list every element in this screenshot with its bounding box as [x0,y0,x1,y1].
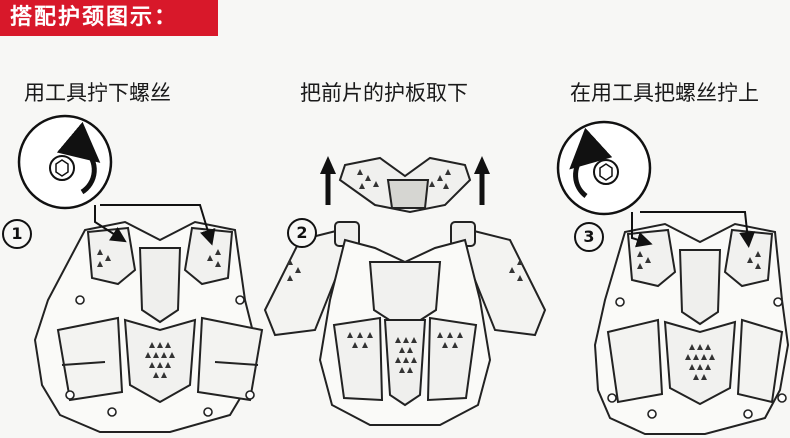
page-title-banner: 搭配护颈图示： [0,0,218,36]
chest-protector-3 [593,222,790,435]
screw-holes-1 [65,295,255,417]
screw-holes-3 [607,297,787,419]
screw-icon [593,159,619,185]
step-3-badge: 3 [574,222,604,252]
step-2-caption: 把前片的护板取下 [300,81,468,105]
rotate-arrow-icon [56,121,101,195]
chest-protector-1 [33,220,264,433]
chest-protector-2 [263,221,547,426]
up-arrow-icon [320,156,490,205]
step-3-caption: 在用工具把螺丝拧上 [570,81,759,105]
screw-magnifier-3 [556,120,756,248]
neck-plate [338,156,472,214]
rotate-arrow-icon [569,127,613,199]
step-1-caption: 用工具拧下螺丝 [24,81,171,105]
screw-icon [49,155,75,181]
screw-magnifier-1 [17,114,216,246]
step-2-badge: 2 [287,218,317,248]
step-1-badge: 1 [2,219,32,249]
